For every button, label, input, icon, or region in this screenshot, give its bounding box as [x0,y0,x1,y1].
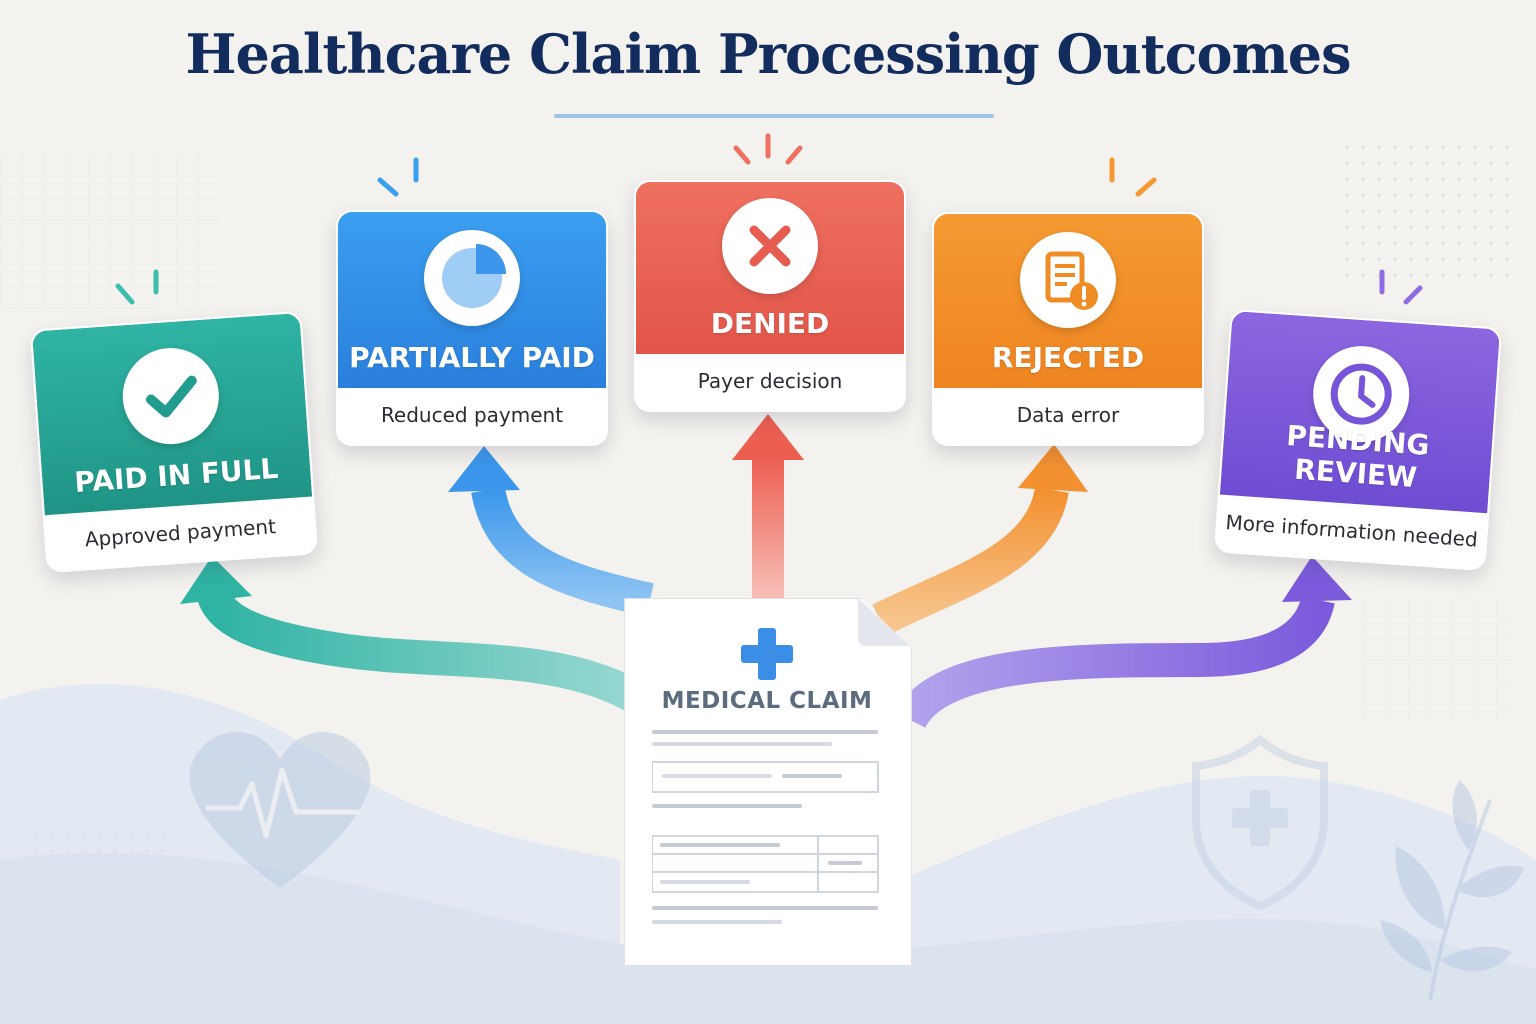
outcome-description: Reduced payment [338,388,606,444]
page-title: Healthcare Claim Processing Outcomes [185,22,1352,86]
outcome-description: Data error [934,388,1202,444]
outcome-card-rejected: REJECTED Data error [932,212,1204,446]
document-form-lines [652,730,879,924]
document-alert-icon [1020,232,1116,328]
outcome-card-pending-review: PENDING REVIEW More information needed [1213,308,1503,572]
outcome-label: PENDING REVIEW [1285,419,1431,495]
arrow-to-paid-in-full [180,556,649,715]
pie-chart-icon [424,230,520,326]
x-icon [722,198,818,294]
arrow-to-partially-paid [448,446,654,617]
check-icon [119,344,223,448]
leaf-icon [1380,780,1524,1001]
page-fold-corner [858,598,910,646]
outcome-header: PENDING REVIEW [1219,310,1501,514]
outcome-header: PAID IN FULL [31,312,313,516]
title-underline [554,114,994,118]
medical-plus-icon [741,628,793,680]
outcome-header: REJECTED [934,214,1202,388]
clock-icon [1309,342,1413,446]
outcome-label: REJECTED [991,341,1145,374]
outcome-label: PAID IN FULL [73,451,280,499]
outcome-card-partially-paid: PARTIALLY PAID Reduced payment [336,210,608,446]
document-title: MEDICAL CLAIM [661,688,873,714]
outcome-card-paid-in-full: PAID IN FULL Approved payment [29,310,319,574]
outcome-description: Payer decision [636,354,904,410]
shield-plus-icon [1192,734,1328,911]
outcome-header: PARTIALLY PAID [338,212,606,388]
arrow-to-rejected [872,444,1088,636]
outcome-label: PARTIALLY PAID [349,341,595,374]
arrow-to-denied [732,414,804,600]
outcome-label: DENIED [710,307,830,340]
heart-pulse-icon [189,731,371,888]
outcome-card-denied: DENIED Payer decision [634,180,906,412]
arrow-to-pending-review [894,556,1352,729]
outcome-header: DENIED [636,182,904,354]
